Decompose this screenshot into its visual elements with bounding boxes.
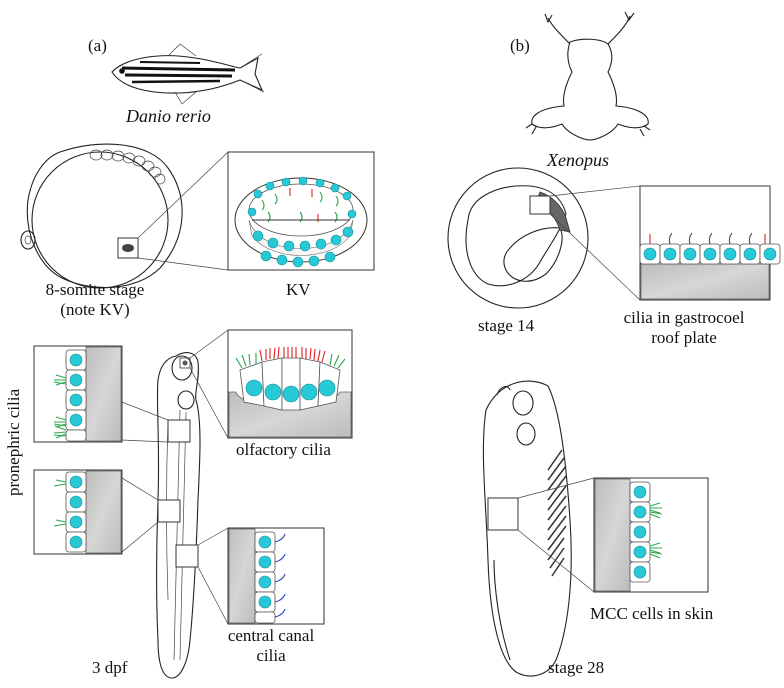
eight-somite-label: 8-somite stage (note KV) <box>20 280 170 320</box>
somites <box>89 149 166 185</box>
stage28-tadpole <box>482 380 595 677</box>
olfactory-label: olfactory cilia <box>236 440 331 459</box>
eight-somite-label-line2: (note KV) <box>60 300 130 319</box>
panel-label-b: (b) <box>510 36 530 55</box>
olfactory-inset <box>227 329 353 439</box>
stage14-label: stage 14 <box>478 316 535 335</box>
pronephric-label: pronephric cilia <box>4 388 23 496</box>
central-canal-inset <box>227 527 325 625</box>
gastrocoel-label-line2: roof plate <box>651 328 717 347</box>
stage28-label: stage 28 <box>548 658 605 677</box>
pronephric-inset-1 <box>33 345 123 443</box>
central-canal-label: central canal cilia <box>206 626 336 666</box>
panel-label-a: (a) <box>88 36 107 55</box>
eight-somite-embryo <box>20 143 229 289</box>
gastrocoel-cells <box>639 243 781 265</box>
central-canal-label-line1: central canal <box>227 626 315 645</box>
stage14-embryo <box>447 167 641 309</box>
zebrafish-icon <box>111 43 265 105</box>
mcc-inset <box>593 477 709 593</box>
kv-inset <box>227 151 375 271</box>
dpf-label: 3 dpf <box>92 658 128 677</box>
kv-label: KV <box>286 280 311 299</box>
pronephric-inset-2 <box>33 469 123 555</box>
species-xenopus: Xenopus <box>547 150 609 170</box>
central-canal-label-line2: cilia <box>256 646 286 665</box>
mcc-label: MCC cells in skin <box>590 604 714 623</box>
gastrocoel-label: cilia in gastrocoel roof plate <box>594 308 774 348</box>
olfactory-cells <box>239 357 341 411</box>
gastrocoel-inset <box>639 185 781 301</box>
eight-somite-label-line1: 8-somite stage <box>45 280 145 299</box>
species-danio: Danio rerio <box>126 106 211 126</box>
gastrocoel-label-line1: cilia in gastrocoel <box>623 308 745 327</box>
xenopus-frog-icon <box>525 11 651 141</box>
